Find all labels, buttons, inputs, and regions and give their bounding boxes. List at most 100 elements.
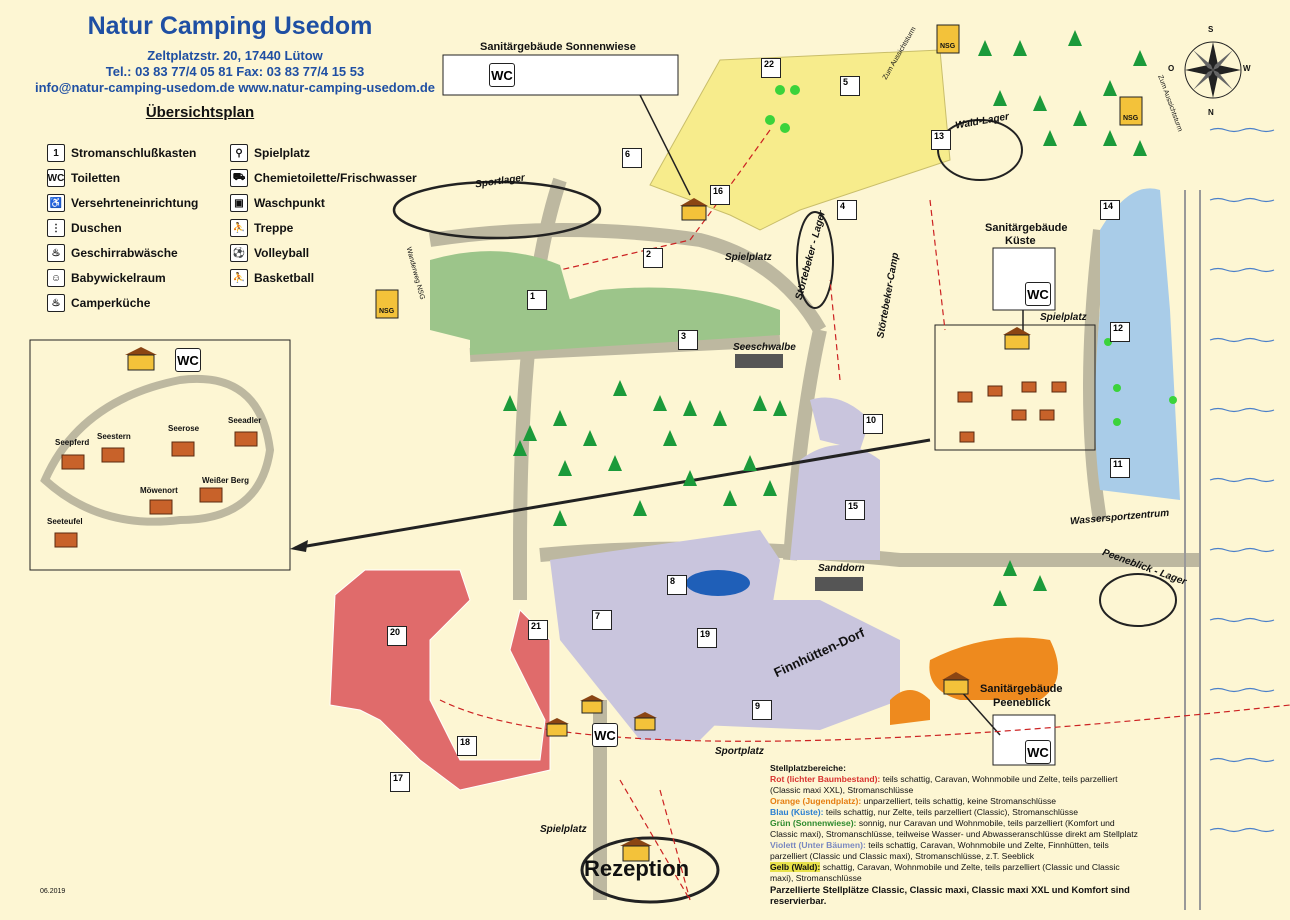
power-box: 21	[528, 620, 548, 640]
notes-rot-kw: Rot (lichter Baumbestand):	[770, 774, 881, 784]
notes-violett-kw: Violett (Unter Bäumen):	[770, 840, 866, 850]
stairs-icon: ⛹	[230, 219, 248, 237]
rezeption-label: Rezeption	[584, 856, 690, 881]
stoertebeker-ellipse	[796, 211, 834, 309]
power-box: 2	[643, 248, 663, 268]
nsg-label-3: NSG	[379, 308, 395, 315]
house-shapes	[125, 198, 1031, 862]
lake	[686, 570, 750, 596]
legend-label: Geschirrabwäsche	[71, 246, 178, 260]
wc-icon: WC	[47, 169, 65, 187]
legend-label: Stromanschlußkasten	[71, 146, 197, 160]
boundary-dashed-2	[619, 779, 691, 901]
volleyball-icon: ⚽	[230, 244, 248, 262]
notes-orange: unparzelliert, teils schattig, keine Str…	[863, 796, 1057, 806]
legend-label: Camperküche	[71, 296, 151, 310]
legend-item-l-2: ♿ Versehrteneinrichtung	[47, 194, 198, 212]
label-sanitary-kueste-2: Küste	[1005, 235, 1036, 247]
power-box: 22	[761, 58, 781, 78]
label-spielplatz-2: Spielplatz	[1040, 312, 1087, 323]
peeneblick-ellipse	[1099, 573, 1177, 627]
waldlager-ellipse	[937, 119, 1023, 181]
notes-violett: teils schattig, Caravan, Wohnmobile und …	[770, 840, 1109, 861]
trees	[503, 30, 1147, 606]
area-violet-4	[810, 397, 870, 450]
legend-item-r-3: ⛹ Treppe	[230, 219, 293, 237]
laundry-icon: ▣	[230, 194, 248, 212]
power-box: 16	[710, 185, 730, 205]
legend-label: Waschpunkt	[254, 196, 325, 210]
legend-label: Toiletten	[71, 171, 121, 185]
legend-item-l-6: ♨ Camperküche	[47, 294, 150, 312]
legend-item-r-5: ⛹Basketball	[230, 269, 314, 287]
camper-kitchen-icon: ♨	[47, 294, 65, 312]
legend-label: Chemietoilette/Frischwasser	[254, 171, 417, 185]
area-green-2	[470, 287, 780, 355]
wc-center-icon: WC	[592, 723, 618, 747]
power-box: 9	[752, 700, 772, 720]
camp-title: Natur Camping Usedom	[87, 12, 373, 40]
wc-sonnenwiese-icon: WC	[489, 63, 515, 87]
arrow-to-huts	[294, 438, 931, 550]
legend-label: Duschen	[71, 221, 122, 235]
power-box: 20	[387, 626, 407, 646]
notes-gelb: schattig, Caravan, Wohnmobile und Zelte,…	[770, 862, 1120, 883]
legend-item-l-3: ⋮ Duschen	[47, 219, 122, 237]
basketball-icon: ⛹	[230, 269, 248, 287]
legend-label: Volleyball	[254, 246, 310, 260]
hut-weisser-berg: Weißer Berg	[202, 476, 249, 485]
notes-orange-kw: Orange (Jugendplatz):	[770, 796, 862, 806]
rezeption-ellipse	[580, 836, 720, 904]
wheelchair-icon: ♿	[47, 194, 65, 212]
notes-blau-kw: Blau (Küste):	[770, 807, 824, 817]
shower-icon: ⋮	[47, 219, 65, 237]
label-sanitary-kueste-1: Sanitärgebäude	[985, 222, 1068, 234]
compass	[1184, 41, 1242, 99]
compass-n: N	[1208, 108, 1214, 117]
water-waves	[1209, 127, 1275, 833]
legend-label: Spielplatz	[254, 146, 311, 160]
sonnenwiese-sanitary-box	[442, 54, 679, 96]
compass-w: W	[1243, 64, 1251, 73]
legend-label: Versehrteneinrichtung	[71, 196, 199, 210]
area-orange-2	[890, 690, 930, 725]
wc-peeneblick-icon: WC	[1025, 740, 1051, 764]
power-box: 8	[667, 575, 687, 595]
legend-title: Übersichtsplan	[145, 104, 255, 121]
power-box: 14	[1100, 200, 1120, 220]
notes-gelb-kw: Gelb (Wald):	[770, 862, 821, 872]
power-box: 19	[697, 628, 717, 648]
power-outlet-icon: 1	[47, 144, 65, 162]
power-box: 10	[863, 414, 883, 434]
legend-item-l-1: WC Toiletten	[47, 169, 120, 187]
label-sanddorn: Sanddorn	[818, 563, 865, 574]
label-sanitary-peeneblick-2: Peeneblick	[993, 697, 1051, 709]
kueste-detail-box	[934, 324, 1096, 451]
power-box: 1	[527, 290, 547, 310]
power-box: 13	[931, 130, 951, 150]
power-box: 5	[840, 76, 860, 96]
area-green	[430, 251, 570, 340]
power-box: 11	[1110, 458, 1130, 478]
wc-detail-icon: WC	[175, 348, 201, 372]
label-spielplatz-1: Spielplatz	[725, 252, 772, 263]
hut-moewenort: Möwenort	[140, 486, 178, 495]
label-sanitary-peeneblick-1: Sanitärgebäude	[980, 683, 1063, 695]
notes-rot: teils schattig, Caravan, Wohnmobile und …	[770, 774, 1118, 795]
legend-label: Treppe	[254, 221, 294, 235]
markers-green	[765, 85, 1177, 426]
hut-seeadler: Seeadler	[228, 416, 262, 425]
nsg-label-2: NSG	[1123, 115, 1139, 122]
stellplatz-notes: Stellplatzbereiche: Rot (lichter Baumbes…	[770, 763, 1140, 906]
notes-gruen: sonnig, nur Caravan und Wohnmobile, teil…	[770, 818, 1138, 839]
area-red	[329, 569, 551, 791]
label-spielplatz-3: Spielplatz	[540, 824, 587, 835]
notes-gruen-kw: Grün (Sonnenwiese):	[770, 818, 857, 828]
chemical-toilet-icon: ⛟	[230, 169, 248, 187]
baby-changing-icon: ☺	[47, 269, 65, 287]
compass-s: S	[1208, 25, 1214, 34]
area-violet-2	[790, 445, 880, 560]
power-box: 12	[1110, 322, 1130, 342]
camp-address: Zeltplatzstr. 20, 17440 Lütow	[147, 48, 323, 63]
